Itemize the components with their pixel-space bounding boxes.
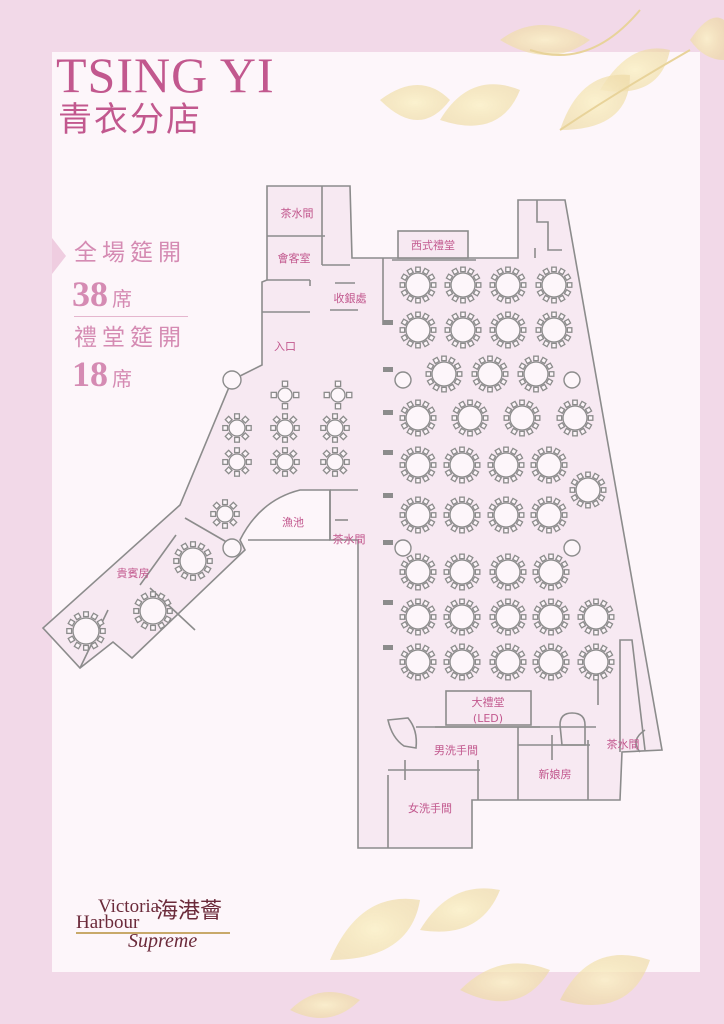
room-label-cashier: 收銀處 [334,291,367,305]
small-table [270,447,300,477]
small-table [222,447,252,477]
banquet-table [517,355,555,393]
banquet-table [489,266,527,304]
small-table [270,413,300,443]
banquet-table [451,399,489,437]
banquet-table [489,643,527,681]
banquet-table [443,496,481,534]
room-label-western-hall: 西式禮堂 [411,239,455,252]
room-label-womens-restroom: 女洗手間 [408,801,452,815]
room-label-pantry-right: 茶水間 [607,738,640,751]
banquet-table [443,446,481,484]
banquet-table [532,598,570,636]
banquet-table [399,643,437,681]
banquet-table [425,355,463,393]
banquet-table [530,496,568,534]
room-label-mens-restroom: 男洗手間 [434,743,478,757]
banquet-table [535,311,573,349]
stat-divider [74,316,188,317]
total-tables-label: 全場筵開 [74,240,186,266]
room-label-fish-tank: 漁池 [282,515,304,529]
banquet-table [399,496,437,534]
branch-title-en: TSING YI [56,47,275,103]
banquet-table [532,643,570,681]
hall-tables-label: 禮堂筵開 [74,325,186,351]
banquet-table [489,553,527,591]
small-table [320,413,350,443]
branch-title-zh: 青衣分店 [58,100,202,140]
banquet-table [556,399,594,437]
small-table [320,447,350,477]
banquet-table [487,446,525,484]
banquet-table [569,471,607,509]
banquet-table [577,598,615,636]
vip-table [133,591,173,631]
room-label-main-stage-led: (LED) [473,712,503,725]
room-label-main-stage: 大禮堂 [472,695,505,709]
room-label-pantry-middle: 茶水間 [333,533,366,546]
banquet-table [532,553,570,591]
banquet-table [443,553,481,591]
banquet-table [444,266,482,304]
banquet-table [399,399,437,437]
banquet-table [443,643,481,681]
banquet-table [489,311,527,349]
victoria-harbour-supreme-logo: Victoria Harbour 海港薈 Supreme [76,897,236,957]
banquet-table [399,311,437,349]
main-hall-outline [41,185,663,849]
room-label-pantry-top: 茶水間 [281,207,314,220]
room-label-meeting-room: 會客室 [278,251,311,265]
banquet-table [399,553,437,591]
room-label-bridal-room: 新娘房 [539,767,572,781]
vip-table [173,541,213,581]
stat-marker [52,238,66,274]
banquet-table [399,446,437,484]
four-seat-table [323,380,353,410]
banquet-table [577,643,615,681]
banquet-table [535,266,573,304]
banquet-table [530,446,568,484]
small-table [210,499,240,529]
banquet-table [399,598,437,636]
room-label-vip-room: 貴賓房 [117,566,150,580]
four-seat-table [270,380,300,410]
room-label-entrance: 入口 [274,340,296,353]
banquet-table [487,496,525,534]
banquet-table [444,311,482,349]
banquet-table [489,598,527,636]
vip-table [66,611,106,651]
banquet-table [399,266,437,304]
banquet-table [443,598,481,636]
small-table [222,413,252,443]
banquet-table [471,355,509,393]
banquet-table [503,399,541,437]
